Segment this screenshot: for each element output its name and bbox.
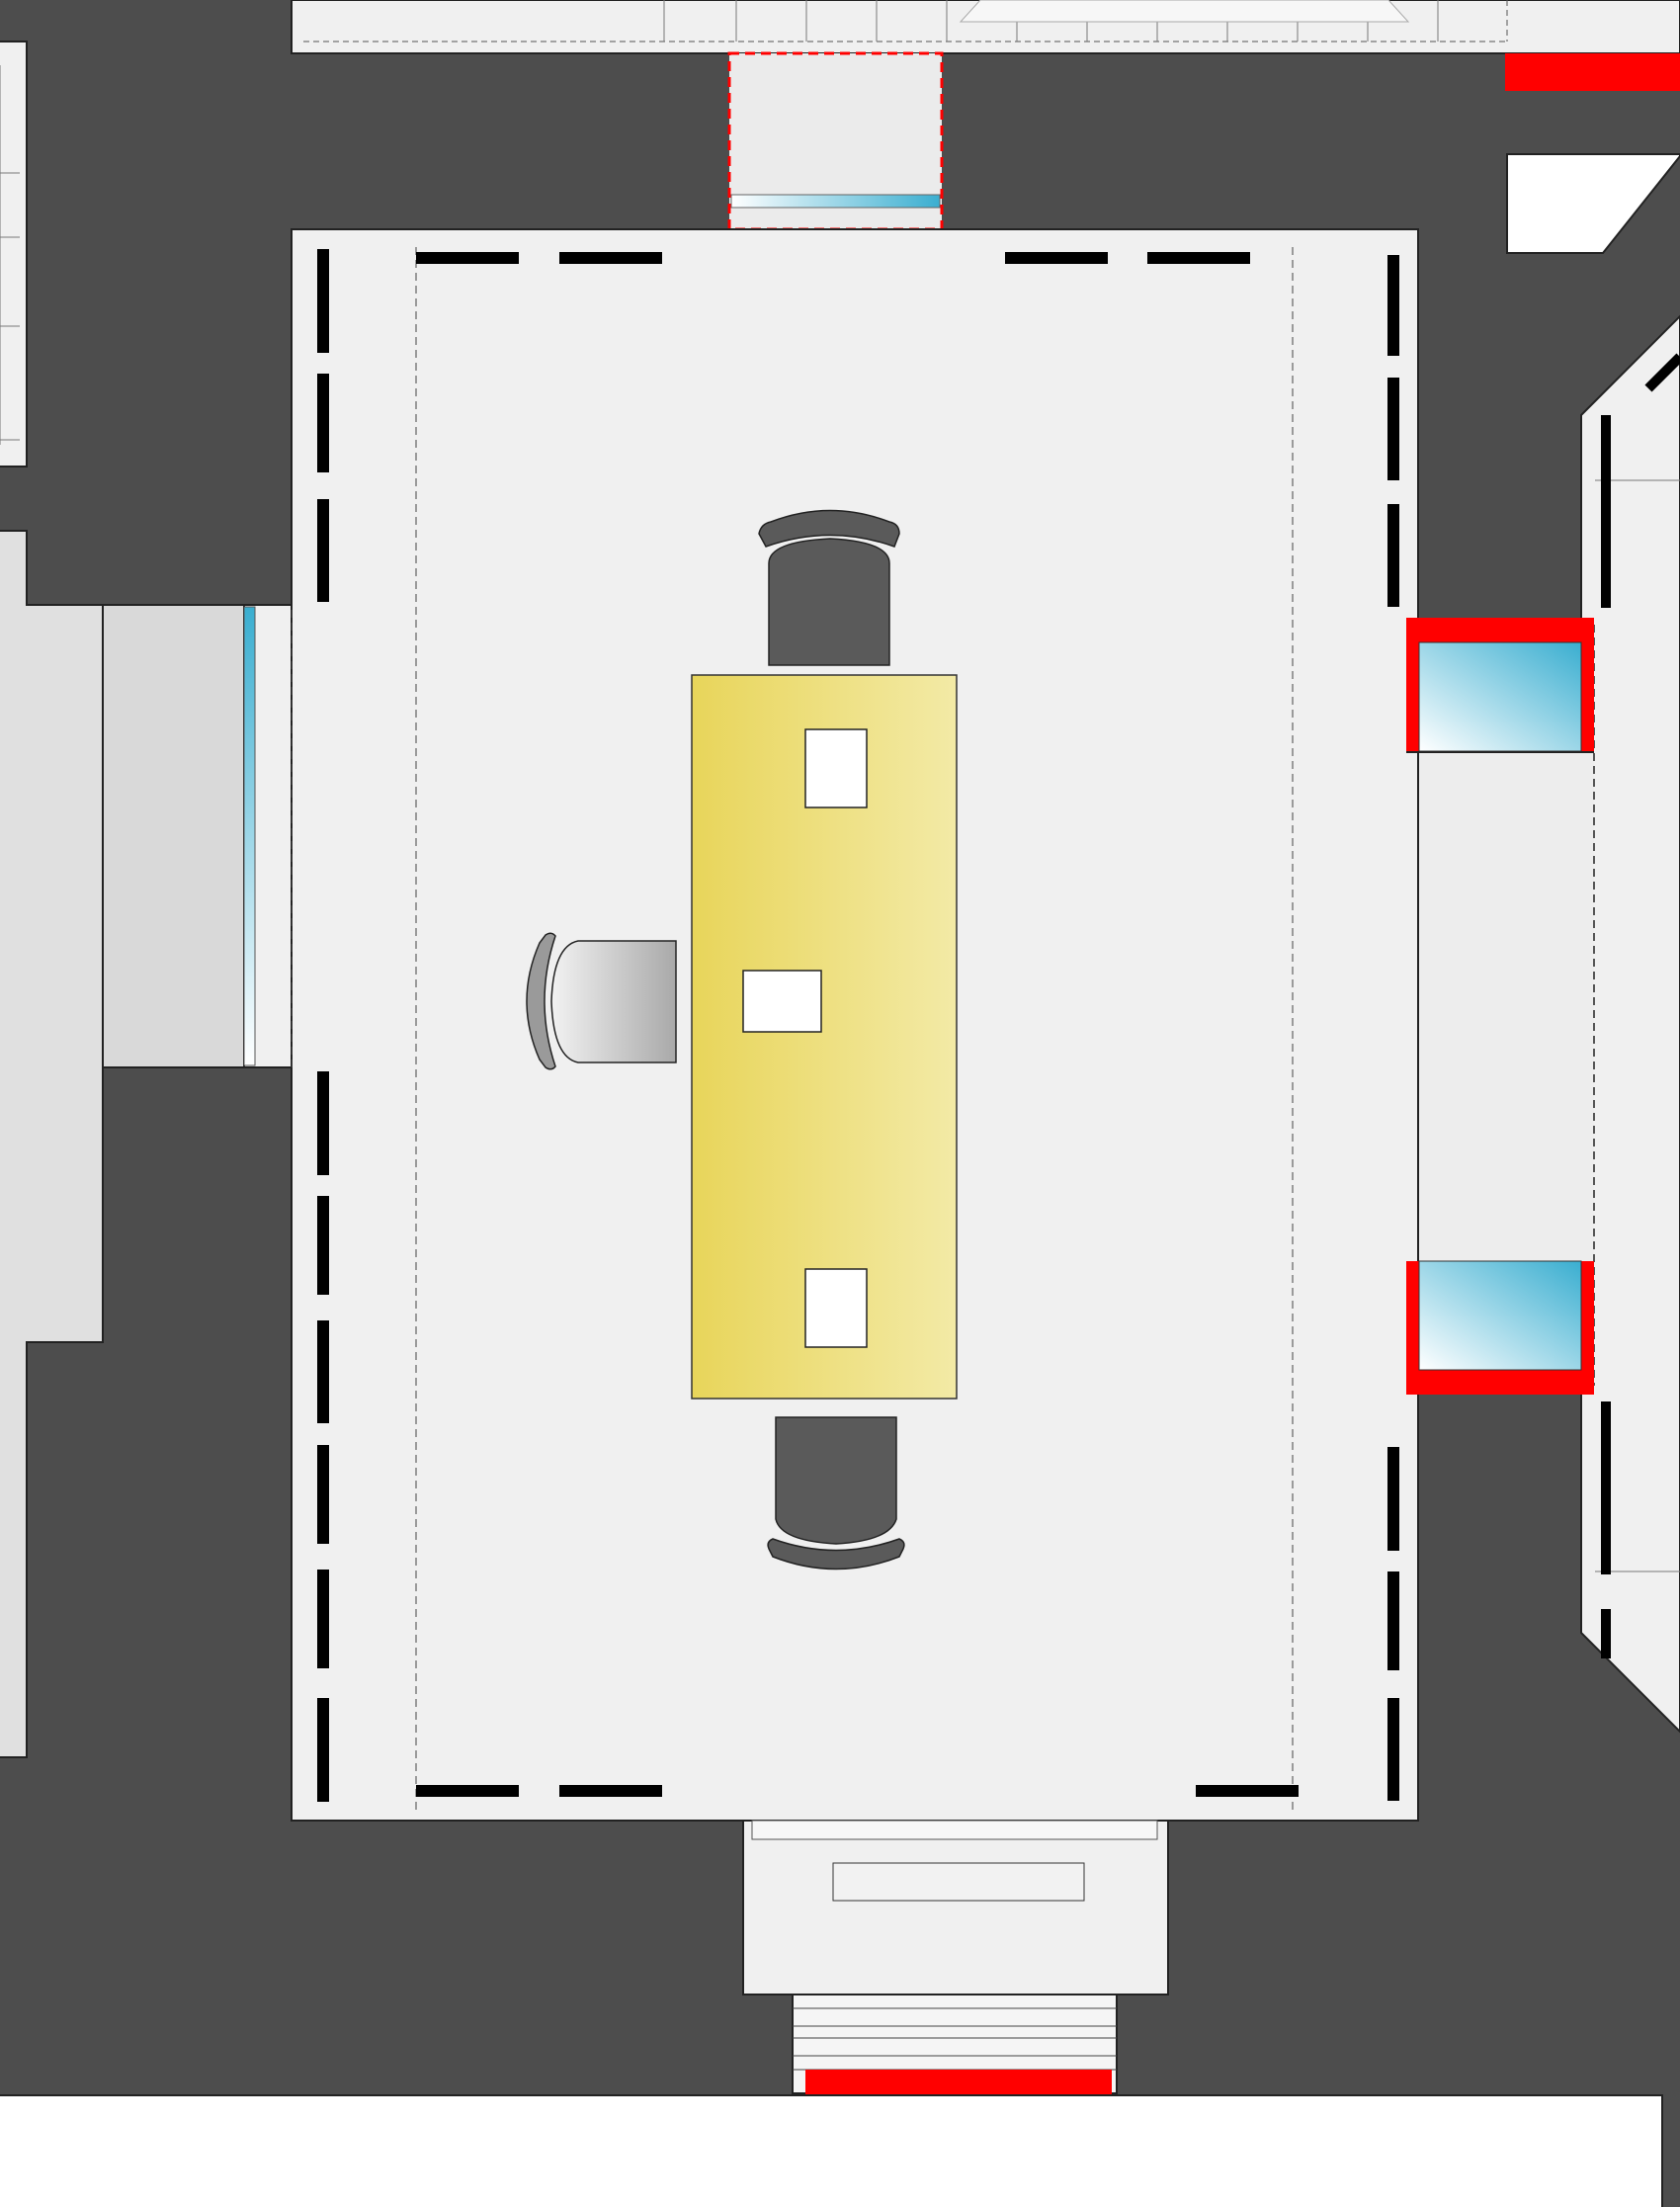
chair-top — [758, 509, 900, 666]
paper-top — [804, 728, 868, 808]
bottom-white-area — [0, 2094, 1663, 2207]
paper-bottom — [804, 1268, 868, 1348]
door-bottom — [742, 1820, 1169, 2095]
window-right-top — [1406, 618, 1594, 753]
window-left — [243, 606, 256, 1066]
top-right-white-block — [1506, 153, 1680, 254]
door-top-dashed — [727, 51, 944, 231]
perimeter-dashes — [317, 249, 1399, 1802]
chair-left — [526, 932, 677, 1070]
left-rooms — [0, 41, 294, 1758]
window-right-bottom — [1406, 1260, 1594, 1395]
door-top-right — [1505, 53, 1680, 91]
top-corridor — [291, 0, 1680, 54]
chair-bottom — [767, 1416, 905, 1570]
paper-middle — [742, 970, 822, 1033]
